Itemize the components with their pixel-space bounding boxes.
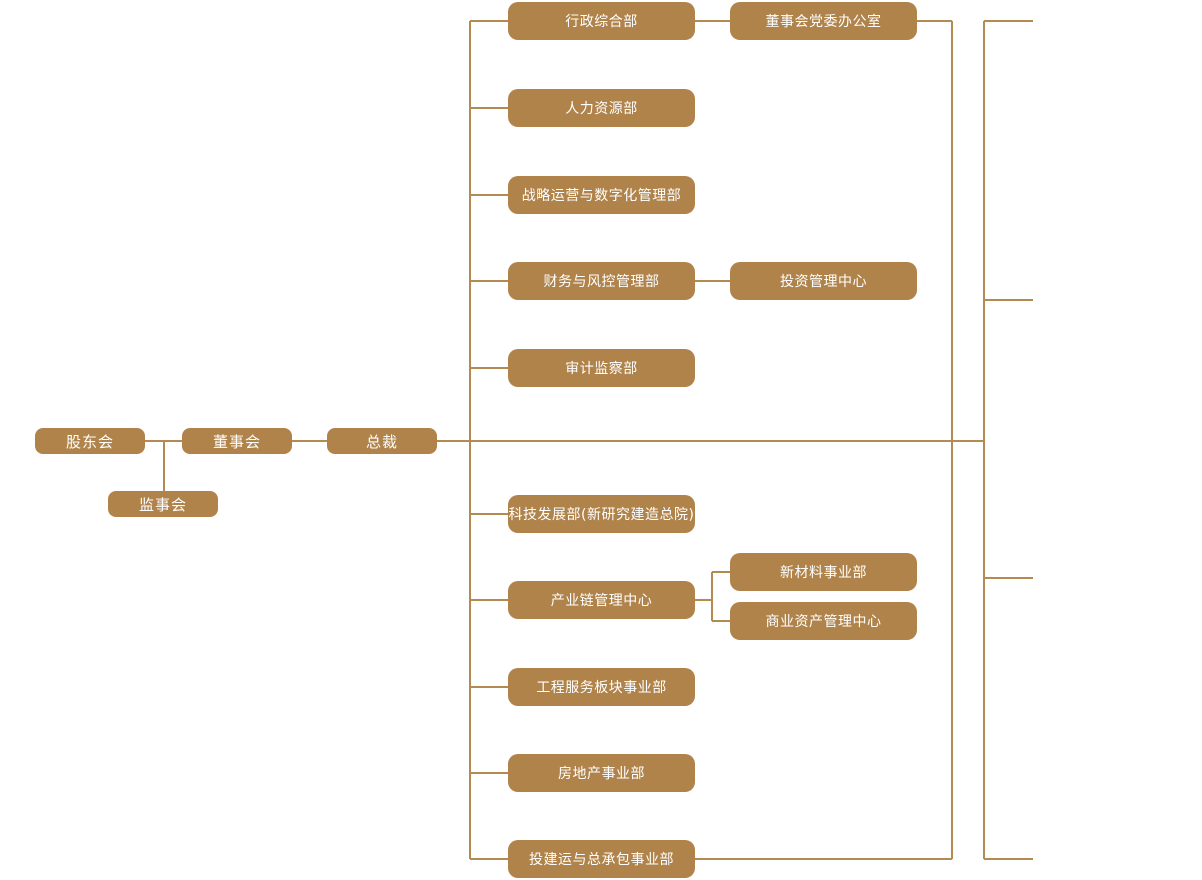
connector-line <box>470 513 508 515</box>
connector-line <box>163 441 165 491</box>
org-node-engineering-svc: 工程服务板块事业部 <box>508 668 695 706</box>
connector-line <box>695 599 712 601</box>
org-node-admin-general: 行政综合部 <box>508 2 695 40</box>
connector-line <box>470 20 508 22</box>
connector-line <box>470 686 508 688</box>
connector-line <box>470 858 508 860</box>
connector-line <box>917 20 952 22</box>
connector-line <box>470 599 508 601</box>
connector-line <box>437 440 984 442</box>
org-node-board: 董事会 <box>182 428 292 454</box>
org-node-shareholders: 股东会 <box>35 428 145 454</box>
connector-line <box>711 572 713 621</box>
connector-line <box>984 20 1033 22</box>
connector-line <box>695 280 730 282</box>
connector-line <box>695 858 952 860</box>
connector-line <box>469 21 471 859</box>
org-node-audit-supervision: 审计监察部 <box>508 349 695 387</box>
connector-line <box>983 21 985 859</box>
org-node-human-resources: 人力资源部 <box>508 89 695 127</box>
connector-line <box>712 571 730 573</box>
org-node-strategy-digital: 战略运营与数字化管理部 <box>508 176 695 214</box>
connector-line <box>292 440 327 442</box>
connector-line <box>984 299 1033 301</box>
org-node-party-office: 董事会党委办公室 <box>730 2 917 40</box>
connector-line <box>470 772 508 774</box>
org-node-industry-chain: 产业链管理中心 <box>508 581 695 619</box>
org-node-president: 总裁 <box>327 428 437 454</box>
connector-line <box>984 577 1033 579</box>
org-node-commercial-assets: 商业资产管理中心 <box>730 602 917 640</box>
connector-line <box>470 367 508 369</box>
org-node-tech-development: 科技发展部(新研究建造总院) <box>508 495 695 533</box>
org-node-new-materials: 新材料事业部 <box>730 553 917 591</box>
org-node-invest-build-epc: 投建运与总承包事业部 <box>508 840 695 878</box>
connector-line <box>695 20 730 22</box>
connector-line <box>712 620 730 622</box>
org-node-investment-center: 投资管理中心 <box>730 262 917 300</box>
org-node-finance-risk: 财务与风控管理部 <box>508 262 695 300</box>
connector-line <box>470 280 508 282</box>
connector-line <box>470 107 508 109</box>
connector-line <box>984 858 1033 860</box>
connector-line <box>470 194 508 196</box>
org-node-supervisory-board: 监事会 <box>108 491 218 517</box>
org-node-real-estate: 房地产事业部 <box>508 754 695 792</box>
connector-line <box>951 21 953 859</box>
